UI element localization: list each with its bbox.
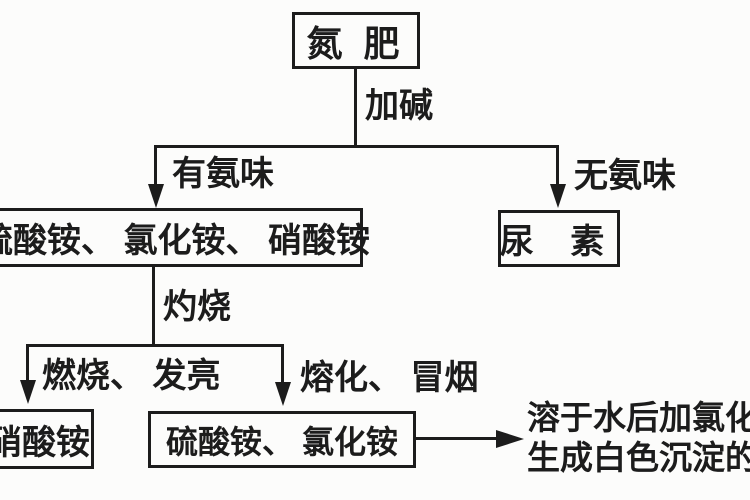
node-ammonium-sulfate-chloride: 硫酸铵、 氯化铵 bbox=[148, 411, 416, 468]
node-urea: 尿 素 bbox=[498, 210, 620, 267]
node-nitrogen-fertilizer: 氮 肥 bbox=[292, 12, 420, 69]
edge-label-has-ammonia: 有氨味 bbox=[172, 156, 274, 193]
connector-branch1-right bbox=[556, 145, 559, 187]
node-ammonium-sulfate-chloride-label: 硫酸铵、 氯化铵 bbox=[165, 423, 398, 460]
edge-label-calcination: 灼烧 bbox=[163, 289, 231, 326]
arrowhead-down-icon bbox=[550, 184, 566, 208]
connector-root-down bbox=[354, 67, 357, 147]
connector-calcination-down bbox=[152, 266, 155, 346]
arrowhead-down-icon bbox=[20, 380, 36, 404]
arrowhead-right-icon bbox=[496, 430, 524, 448]
connector-conclusion bbox=[416, 437, 498, 440]
connector-branch2-left bbox=[26, 344, 29, 382]
node-urea-label: 尿 素 bbox=[499, 224, 619, 261]
connector-branch2-horizontal bbox=[26, 344, 284, 347]
arrowhead-down-icon bbox=[275, 382, 291, 406]
edge-label-burns-bright: 燃烧、 发亮 bbox=[42, 358, 221, 395]
connector-branch2-right bbox=[281, 344, 284, 384]
connector-branch1-horizontal bbox=[154, 145, 559, 148]
arrowhead-down-icon bbox=[148, 184, 164, 208]
edge-label-no-ammonia: 无氨味 bbox=[574, 158, 676, 195]
conclusion-line1: 溶于水后加氯化 bbox=[527, 401, 750, 437]
node-ammonium-fertilizers: 硫酸铵、 氯化铵、 硝酸铵 bbox=[0, 208, 370, 267]
node-ammonium-fertilizers-label: 硫酸铵、 氯化铵、 硝酸铵 bbox=[0, 223, 370, 260]
conclusion-line2: 生成白色沉淀的 bbox=[527, 441, 750, 477]
edge-label-add-alkali: 加碱 bbox=[365, 88, 433, 125]
connector-branch1-left bbox=[154, 145, 157, 187]
conclusion-text: 溶于水后加氯化 生成白色沉淀的 bbox=[527, 399, 750, 479]
edge-label-melts-smokes: 熔化、 冒烟 bbox=[300, 360, 479, 397]
node-ammonium-nitrate: 硝酸铵 bbox=[0, 409, 94, 469]
node-nitrogen-fertilizer-label: 氮 肥 bbox=[306, 23, 406, 64]
node-ammonium-nitrate-label: 硝酸铵 bbox=[0, 424, 90, 462]
